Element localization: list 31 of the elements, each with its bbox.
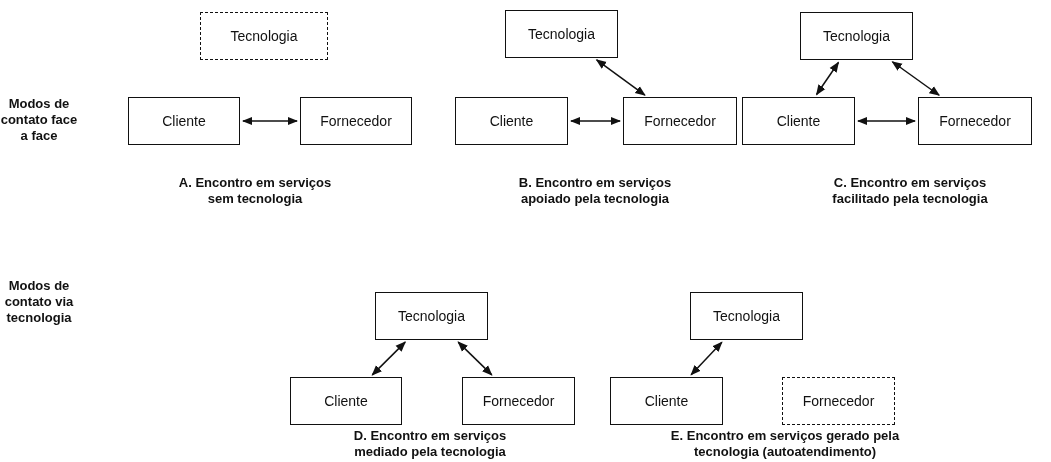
process-box: Tecnologia xyxy=(690,292,803,340)
process-box: Fornecedor xyxy=(462,377,575,425)
panel-caption: D. Encontro em serviços mediado pela tecnologia xyxy=(352,428,508,460)
double-arrow xyxy=(569,116,622,126)
process-box: Cliente xyxy=(290,377,402,425)
process-box: Fornecedor xyxy=(782,377,895,425)
process-box: Fornecedor xyxy=(300,97,412,145)
double-arrow xyxy=(595,59,646,96)
process-box: Cliente xyxy=(128,97,240,145)
double-arrow xyxy=(891,61,940,96)
process-box: Cliente xyxy=(742,97,855,145)
process-box: Tecnologia xyxy=(800,12,913,60)
panel-caption: E. Encontro em serviços gerado pela tecnologia (autoatendimento) xyxy=(669,428,901,460)
panel-caption: B. Encontro em serviços apoiado pela tecnologia xyxy=(517,175,673,207)
process-box: Fornecedor xyxy=(623,97,737,145)
panel-caption: C. Encontro em serviços facilitado pela tecnologia xyxy=(831,175,989,207)
process-box: Tecnologia xyxy=(200,12,328,60)
panel-caption: A. Encontro em serviços sem tecnologia xyxy=(177,175,333,207)
double-arrow xyxy=(690,341,723,376)
process-box: Cliente xyxy=(610,377,723,425)
process-box: Tecnologia xyxy=(505,10,618,58)
double-arrow xyxy=(815,61,840,96)
row-label: Modos de contato via tecnologia xyxy=(3,278,75,326)
process-box: Fornecedor xyxy=(918,97,1032,145)
double-arrow xyxy=(457,341,493,376)
process-box: Tecnologia xyxy=(375,292,488,340)
row-label: Modos de contato face a face xyxy=(0,96,78,144)
double-arrow xyxy=(371,341,406,376)
process-box: Cliente xyxy=(455,97,568,145)
double-arrow xyxy=(241,116,299,126)
double-arrow xyxy=(856,116,917,126)
